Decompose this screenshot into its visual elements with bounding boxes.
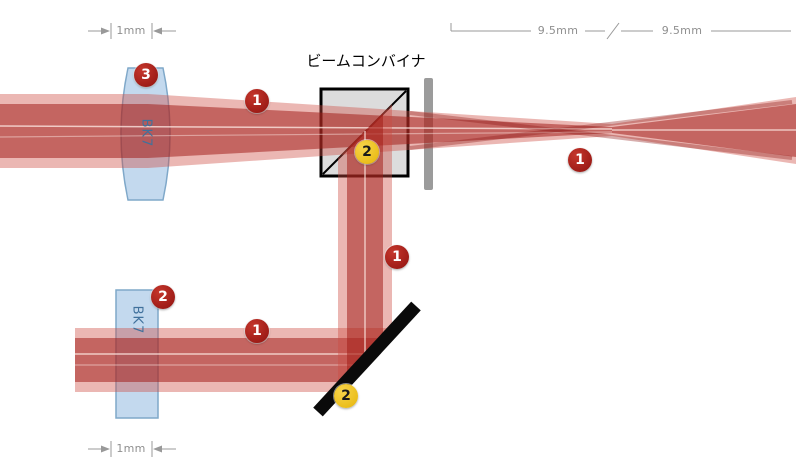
dim-right-second: 9.5mm <box>661 24 703 37</box>
mirror-badge: 2 <box>334 384 358 408</box>
beam-badge-bottom: 1 <box>245 319 269 343</box>
beam-top-right-crossing <box>409 97 796 164</box>
dim-top-right-marks <box>450 22 791 40</box>
beam-badge-vertical: 1 <box>385 245 409 269</box>
dim-top-left-marks <box>88 23 176 39</box>
beam-combiner-label: ビームコンバイナ <box>306 52 426 70</box>
beam-vertical <box>338 104 392 391</box>
dim-lens-thickness: 1mm <box>116 24 146 37</box>
beam-bottom <box>75 328 396 392</box>
lens-badge: 3 <box>134 63 158 87</box>
beam-top <box>0 94 613 168</box>
window-badge: 2 <box>151 285 175 309</box>
window-material-label: BK7 <box>129 305 145 335</box>
dim-window-thickness: 1mm <box>116 442 146 455</box>
lens-material-label: BK7 <box>138 118 154 148</box>
dim-right-first: 9.5mm <box>537 24 579 37</box>
combiner-badge: 2 <box>355 140 379 164</box>
beam-badge-top-left: 1 <box>245 89 269 113</box>
beam-badge-top-right: 1 <box>568 148 592 172</box>
dim-bottom-left-marks <box>88 441 176 457</box>
